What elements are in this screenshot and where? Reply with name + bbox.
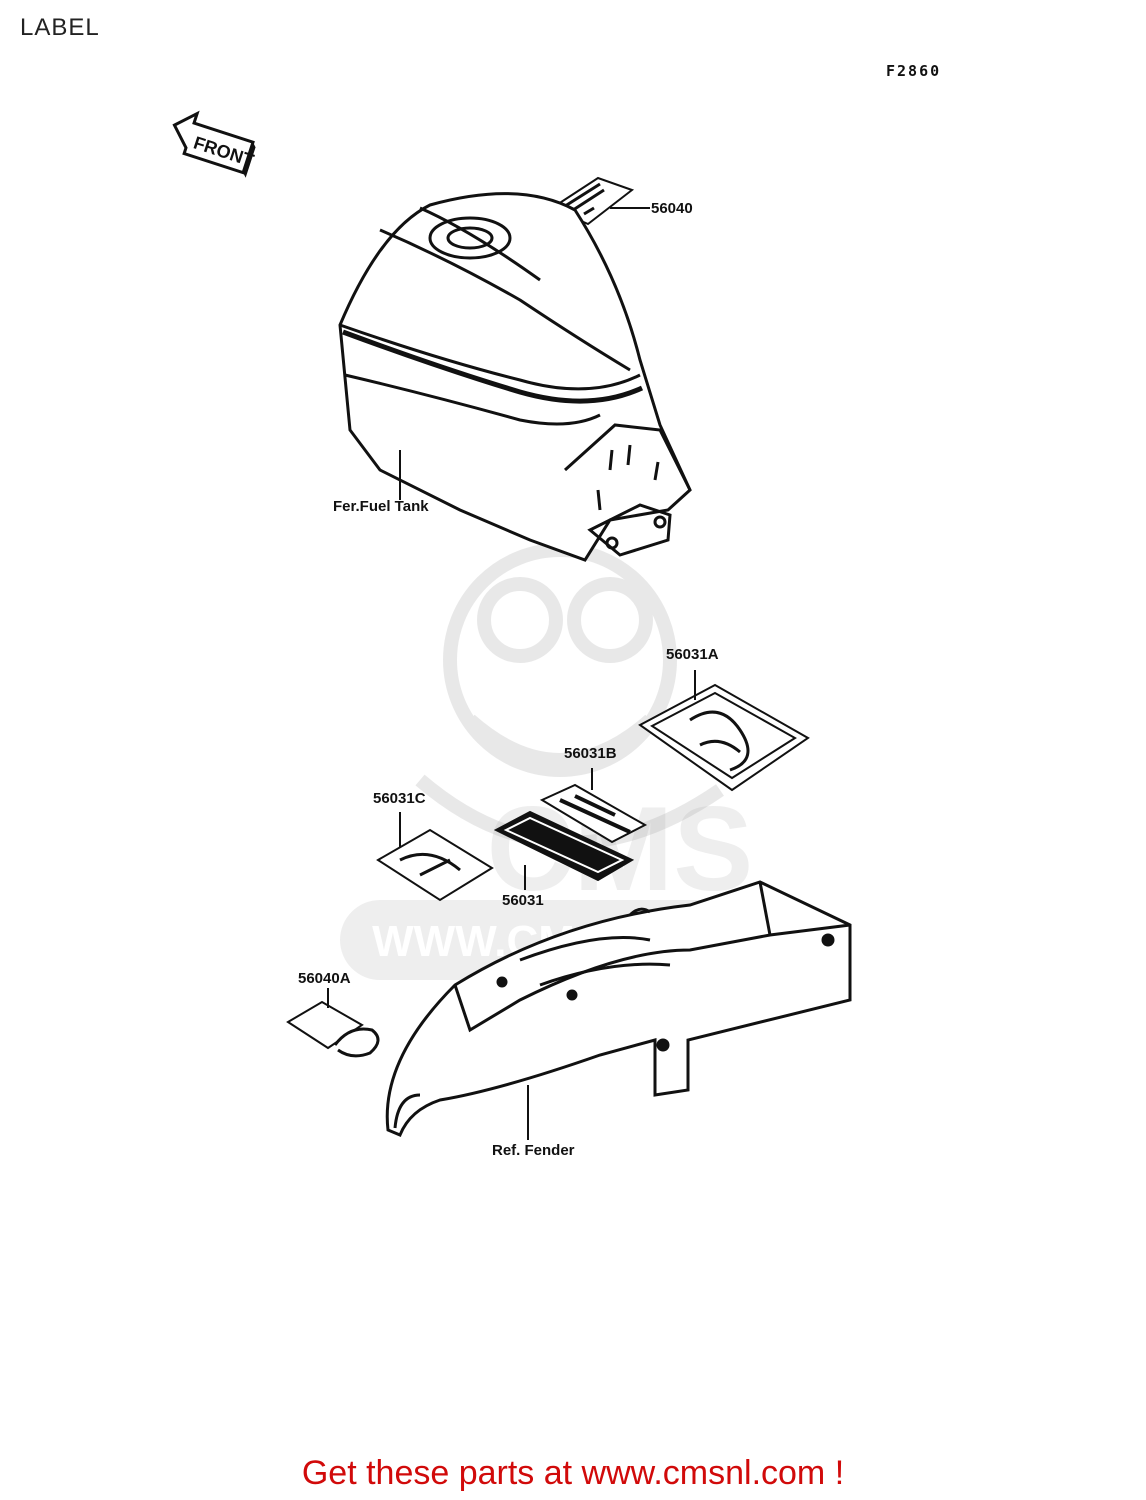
callout-56031: 56031 <box>502 892 544 909</box>
callout-fuel-tank: Fer.Fuel Tank <box>333 498 429 515</box>
fender-part <box>385 880 852 1140</box>
label-56031a-part <box>638 670 810 792</box>
callout-fender: Ref. Fender <box>492 1142 575 1159</box>
label-56031c-part <box>376 812 494 902</box>
callout-56031b: 56031B <box>564 745 617 762</box>
fuel-tank-part <box>338 192 692 562</box>
diagram-code: F2860 <box>886 62 942 80</box>
front-arrow-icon: FRONT <box>172 110 256 178</box>
page-title: LABEL <box>20 14 100 41</box>
callout-56040a: 56040A <box>298 970 351 987</box>
callout-56040: 56040 <box>651 200 693 217</box>
label-56031b-part <box>539 768 648 844</box>
callout-56031a: 56031A <box>666 646 719 663</box>
watermark-logo: CMS <box>487 782 754 916</box>
label-56040a-part <box>286 988 380 1058</box>
label-56031-part <box>493 810 635 890</box>
callout-56031c: 56031C <box>373 790 426 807</box>
get-parts-link[interactable]: Get these parts at www.cmsnl.com ! <box>301 1454 845 1492</box>
